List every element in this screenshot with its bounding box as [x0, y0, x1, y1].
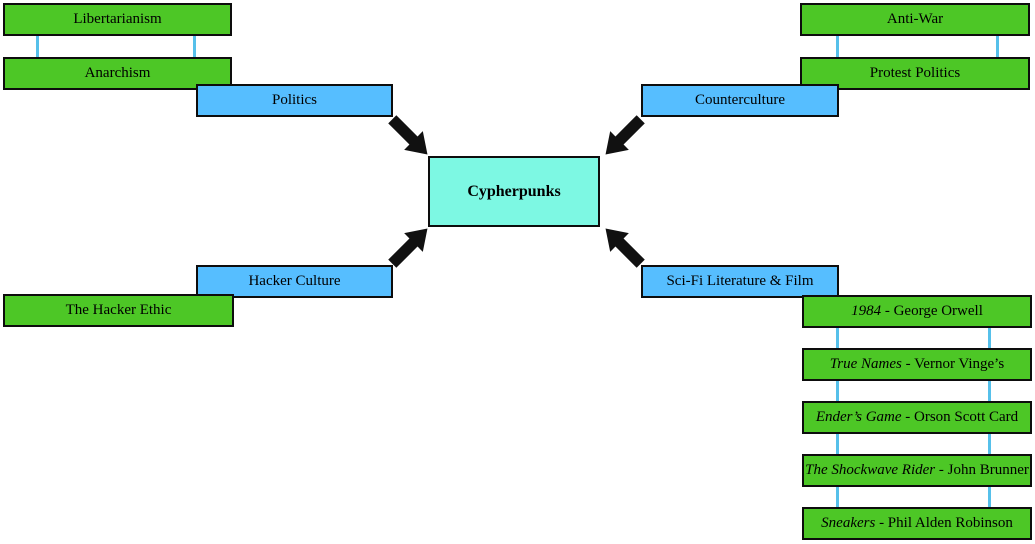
book-author: - John Brunner [935, 462, 1029, 478]
book-title: The Shockwave Rider [805, 462, 936, 478]
arrow-down-right-icon [387, 114, 431, 158]
connector-line [988, 432, 991, 456]
connector-line [988, 379, 991, 403]
book-author: - Phil Alden Robinson [875, 515, 1013, 531]
connector-line [836, 485, 839, 509]
node-label: The Hacker Ethic [65, 302, 172, 318]
node-label: The Shockwave Rider - John Brunner [805, 463, 1029, 478]
center-label: Cypherpunks [467, 182, 561, 200]
connector-line [36, 34, 39, 58]
node-label: Anti-War [886, 11, 944, 27]
node-label: Sneakers - Phil Alden Robinson [821, 516, 1013, 531]
node-scifi-category: Sci-Fi Literature & Film [641, 265, 839, 298]
node-label: Counterculture [695, 92, 785, 108]
book-title: True Names [829, 356, 902, 372]
node-anti-war: Anti-War [800, 3, 1030, 36]
node-anarchism: Anarchism [3, 57, 232, 90]
connector-line [836, 379, 839, 403]
connector-line [988, 485, 991, 509]
node-hacker-ethic: The Hacker Ethic [3, 294, 234, 327]
node-label: Politics [271, 92, 317, 108]
book-author: - Orson Scott Card [901, 409, 1019, 425]
book-title: Sneakers [821, 515, 876, 531]
node-politics-category: Politics [196, 84, 393, 117]
node-label: 1984 - George Orwell [851, 304, 983, 319]
node-cypherpunks-center: Cypherpunks [428, 156, 600, 227]
node-label: Libertarianism [73, 11, 162, 27]
node-label: Sci-Fi Literature & Film [666, 273, 814, 289]
node-label: Ender’s Game - Orson Scott Card [816, 410, 1018, 425]
node-label: Protest Politics [869, 65, 961, 81]
node-book-1984: 1984 - George Orwell [802, 295, 1032, 328]
node-libertarianism: Libertarianism [3, 3, 232, 36]
arrow-down-left-icon [602, 114, 646, 158]
connector-line [988, 326, 991, 350]
connector-line [193, 34, 196, 58]
connector-line [836, 34, 839, 58]
node-label: True Names - Vernor Vinge’s [830, 357, 1004, 372]
node-label: Hacker Culture [248, 273, 341, 289]
book-title: Ender’s Game [815, 409, 902, 425]
book-author: - George Orwell [881, 303, 983, 319]
connector-line [836, 326, 839, 350]
node-book-enders-game: Ender’s Game - Orson Scott Card [802, 401, 1032, 434]
node-book-sneakers: Sneakers - Phil Alden Robinson [802, 507, 1032, 540]
book-title: 1984 [851, 303, 882, 319]
node-book-true-names: True Names - Vernor Vinge’s [802, 348, 1032, 381]
connector-line [836, 432, 839, 456]
connector-line [996, 34, 999, 58]
node-label: Anarchism [84, 65, 151, 81]
arrow-up-left-icon [602, 225, 646, 269]
node-book-shockwave-rider: The Shockwave Rider - John Brunner [802, 454, 1032, 487]
book-author: - Vernor Vinge’s [901, 356, 1005, 372]
node-hacker-culture-category: Hacker Culture [196, 265, 393, 298]
arrow-up-right-icon [387, 225, 431, 269]
node-counterculture-category: Counterculture [641, 84, 839, 117]
